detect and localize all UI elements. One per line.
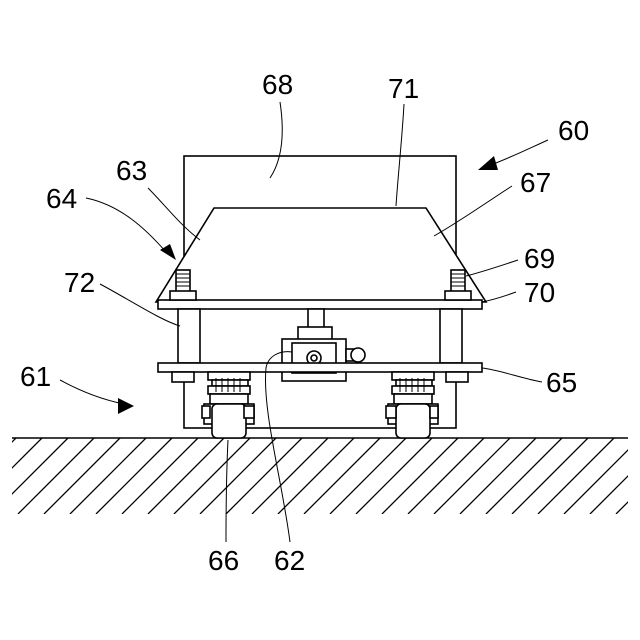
label-68: 68 xyxy=(262,69,293,100)
lower-plate xyxy=(158,363,482,372)
arrow-64-head xyxy=(160,244,176,260)
leader-70 xyxy=(482,292,516,302)
hatch-line xyxy=(590,438,640,514)
label-72: 72 xyxy=(64,267,95,298)
nut-left-bottom xyxy=(172,372,194,382)
label-62: 62 xyxy=(274,545,305,576)
arrow-60 xyxy=(478,140,548,170)
label-71: 71 xyxy=(388,73,419,104)
label-60: 60 xyxy=(558,115,589,146)
label-61: 61 xyxy=(20,361,51,392)
leader-69 xyxy=(466,260,518,276)
arrow-61 xyxy=(60,380,134,414)
leader-66 xyxy=(226,440,228,542)
label-70: 70 xyxy=(524,277,555,308)
hatch-line xyxy=(0,438,16,514)
hatch-line xyxy=(0,438,68,514)
floor-hatching xyxy=(0,438,640,514)
label-64: 64 xyxy=(46,183,77,214)
label-63: 63 xyxy=(116,155,147,186)
floor xyxy=(0,438,640,514)
label-69: 69 xyxy=(524,243,555,274)
upper-plate xyxy=(158,300,482,309)
column-left xyxy=(178,309,200,363)
label-66: 66 xyxy=(208,545,239,576)
column-right xyxy=(440,309,462,363)
label-65: 65 xyxy=(546,367,577,398)
leader-65 xyxy=(482,368,542,382)
label-67: 67 xyxy=(520,167,551,198)
nut-right-bottom xyxy=(446,372,468,382)
hatch-line xyxy=(0,438,42,514)
leader-64 xyxy=(86,198,166,252)
